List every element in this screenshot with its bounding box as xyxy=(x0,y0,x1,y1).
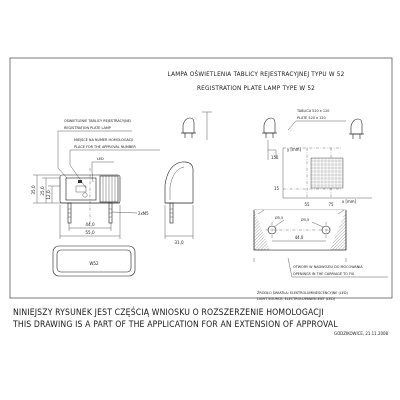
page-background xyxy=(2,52,398,350)
plate-area xyxy=(311,158,343,188)
holes-note-pl: OTWORY W NADWOZIU DO MOCOWANIA xyxy=(293,264,363,269)
light-chart: TABLICA 520 x 120 PLATE 520 x 120 y [mm]… xyxy=(181,108,372,208)
side-view: 31,0 xyxy=(164,161,194,246)
callout-led: LED xyxy=(97,156,104,161)
callout-plate-en: REGISTRATION PLATE LAMP xyxy=(64,125,111,130)
hole-spacing: 44,0 xyxy=(295,235,304,241)
title-en: REGISTRATION PLATE LAMP TYPE W 52 xyxy=(197,84,315,92)
dim-height-35: 35,0 xyxy=(31,185,37,195)
callout-plate-pl: OŚWIETLENIE TABLICY REJESTRACYJNEJ xyxy=(64,118,131,123)
chart-y-150: 150 xyxy=(271,155,279,161)
mounting-holes: 44,0 Ø5,5 Ø5,5 xyxy=(253,209,347,262)
lamp-icon-left xyxy=(181,117,196,138)
dim-depth-31: 31,0 xyxy=(174,240,184,246)
chart-x-55: 55 xyxy=(305,202,310,208)
dim-height-25: 25,0 xyxy=(40,186,46,196)
light-source-en: LIGHT SOURCE: ELECTROLUMINESCENT (LED) xyxy=(257,296,336,301)
title-pl: LAMPA OŚWIETLENIA TABLICY REJESTRACYJNEJ… xyxy=(168,69,345,78)
holes-note-en: OPENINGS IN THE CARRIAGE TO FIX xyxy=(293,271,355,276)
chart-x-label: x [mm] xyxy=(342,199,357,205)
footer-pl: NINIEJSZY RYSUNEK JEST CZĘŚCIĄ WNIOSKU O… xyxy=(13,306,324,318)
bottom-view: W52 xyxy=(52,245,136,277)
dim-width-44: 44,0 xyxy=(85,222,95,228)
drawing-frame xyxy=(9,57,393,299)
chart-x-75: 75 xyxy=(329,202,334,208)
chart-y-label: y [mm] xyxy=(287,147,302,153)
hole-diameter-left: Ø5,5 xyxy=(275,215,283,220)
lamp-icon-center xyxy=(262,117,277,138)
lens-mark: W52 xyxy=(89,261,99,267)
callout-screw: 2xM5 xyxy=(138,211,149,217)
callout-approval-en: PLACE FOR THE APPROVAL NUMBER xyxy=(74,144,136,149)
front-view: OŚWIETLENIE TABLICY REJESTRACYJNEJ REGIS… xyxy=(31,118,160,239)
chart-plate-pl: TABLICA 520 x 120 xyxy=(297,108,329,113)
chart-y-15: 15 xyxy=(274,186,279,192)
footer-en: THIS DRAWING IS A PART OF THE APPLICATIO… xyxy=(12,320,338,330)
callout-approval-pl: MIEJSCE NA NUMER HOMOLOGACJI xyxy=(74,137,133,142)
dim-width-55: 55,0 xyxy=(85,230,95,236)
light-source-pl: ŹRÓDŁO ŚWIATŁA: ELEKTROLUMINESCENCYJNE (… xyxy=(257,290,349,295)
dim-height-12: 12,0 xyxy=(46,190,52,200)
chart-plate-en: PLATE 520 x 120 xyxy=(297,115,326,120)
footer-date: GODZIKOWICE, 21.11.2008 xyxy=(334,331,388,337)
lamp-icon-right xyxy=(349,118,364,139)
hole-diameter-right: Ø5,5 xyxy=(301,217,309,222)
